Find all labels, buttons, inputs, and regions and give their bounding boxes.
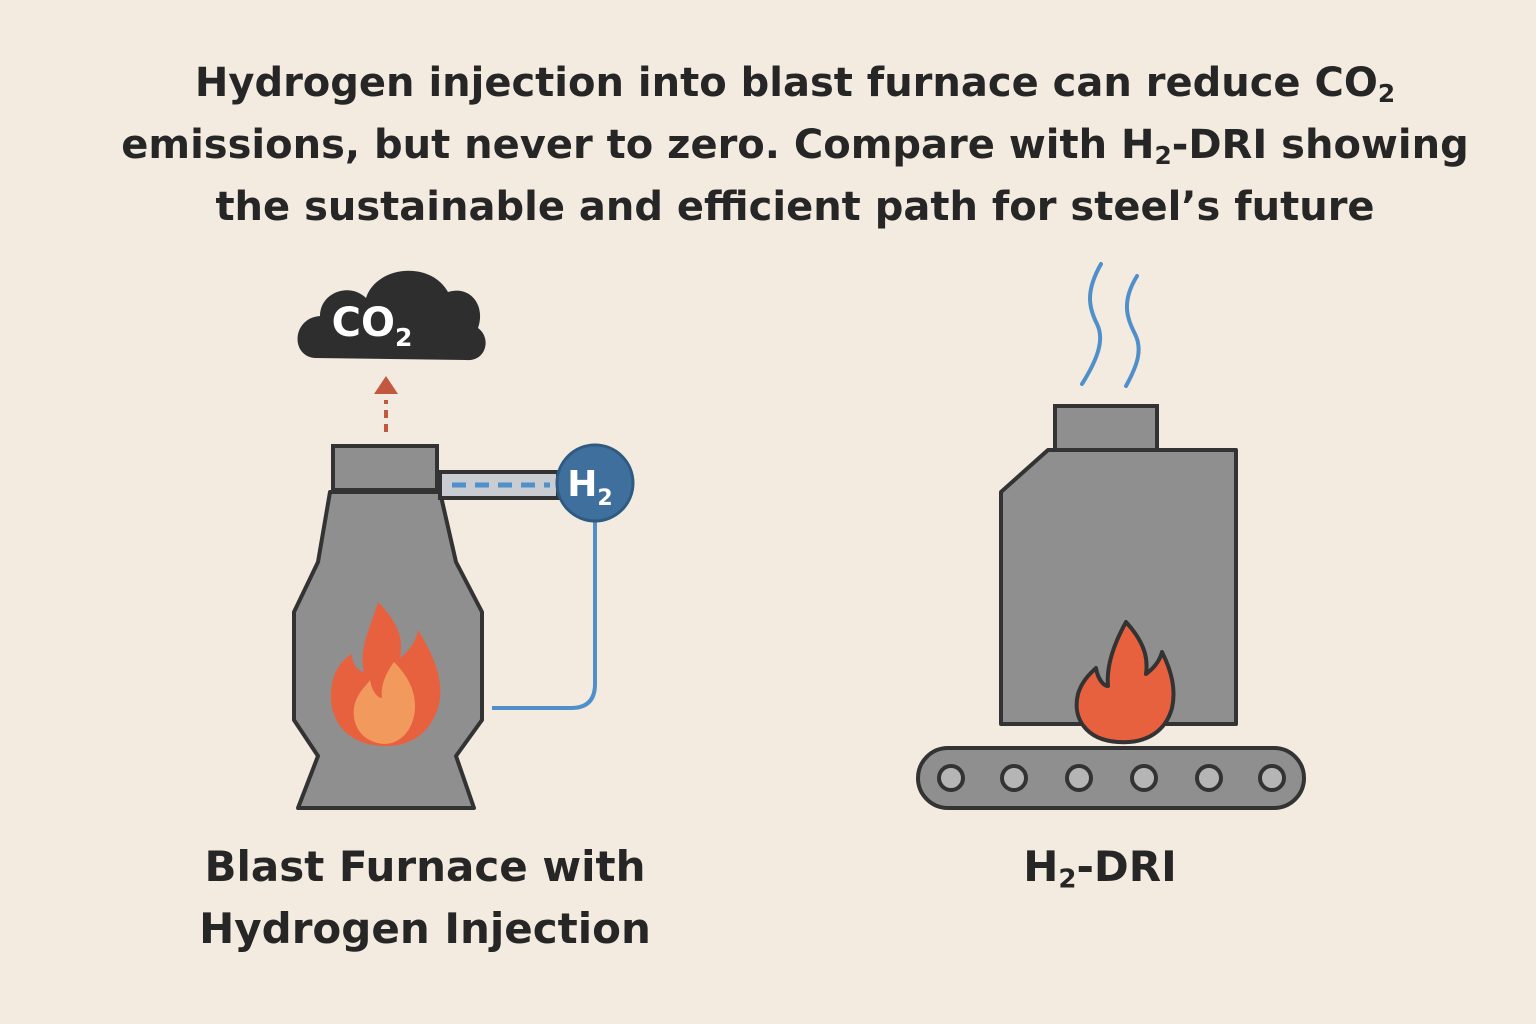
co2-cloud-label: CO2 (332, 300, 413, 352)
blast-furnace-flame-icon (330, 602, 441, 747)
conveyor-roller (937, 764, 965, 792)
blast-furnace-caption-line-1: Blast Furnace with (204, 842, 646, 891)
conveyor-roller (1258, 764, 1286, 792)
hydrogen-injection-pipe (438, 470, 560, 500)
hydrogen-source-label: H2 (567, 464, 612, 511)
co2-emission-arrow (374, 376, 398, 432)
dri-shaft-furnace (999, 404, 1238, 726)
dri-flame-icon (1074, 620, 1176, 745)
hydrogen-feed-line (492, 518, 597, 710)
blast-furnace-caption: Blast Furnace with Hydrogen Injection (160, 836, 690, 960)
blast-furnace-caption-line-2: Hydrogen Injection (199, 904, 651, 953)
co2-cloud-icon: CO2 (297, 270, 486, 361)
conveyor-roller (1195, 764, 1223, 792)
headline-line-2: emissions, but never to zero. Compare wi… (121, 122, 1469, 171)
conveyor-roller (1065, 764, 1093, 792)
conveyor-belt (916, 746, 1306, 810)
conveyor-roller (1000, 764, 1028, 792)
hydrogen-source-icon: H2 (555, 443, 635, 523)
headline-line-1: Hydrogen injection into blast furnace ca… (194, 60, 1396, 109)
headline: Hydrogen injection into blast furnace ca… (90, 52, 1500, 238)
water-vapor-icon (1080, 262, 1141, 388)
conveyor-roller (1130, 764, 1158, 792)
headline-line-3: the sustainable and efficient path for s… (215, 184, 1375, 230)
dri-caption: H2-DRI (1023, 842, 1177, 895)
